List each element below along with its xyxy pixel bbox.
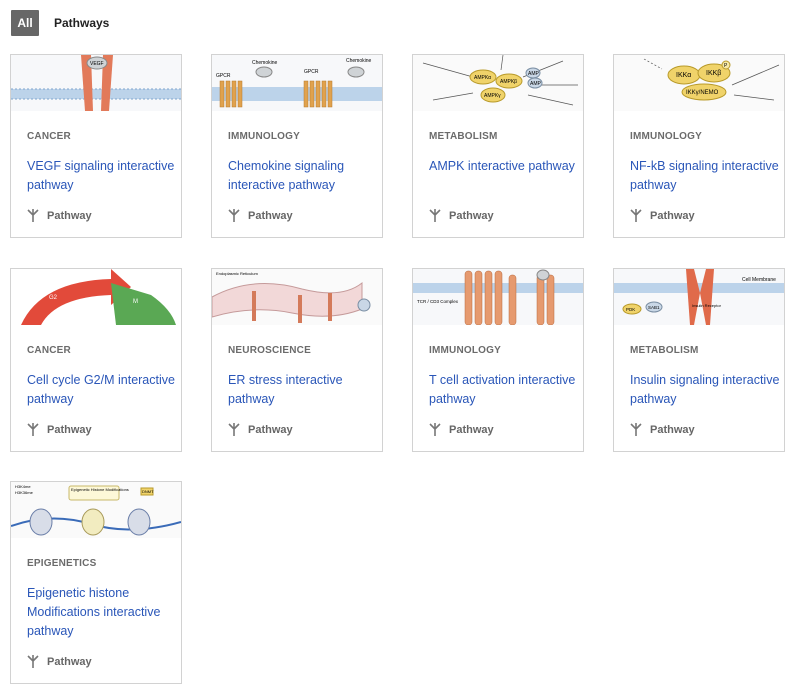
card-title-link[interactable]: T cell activation interactive pathway — [429, 373, 576, 406]
card-type-label: Pathway — [650, 423, 695, 436]
thumb-label: P — [724, 63, 728, 69]
card-type-label: Pathway — [650, 209, 695, 222]
pathway-icon — [27, 655, 39, 668]
card-type-label: Pathway — [47, 209, 92, 222]
card-footer: Pathway — [228, 209, 293, 222]
pathway-icon — [228, 423, 240, 436]
thumb-label: IKKα — [676, 72, 691, 79]
pathway-icon — [429, 423, 441, 436]
pathway-card[interactable]: TCR / CD3 Complex IMMUNOLOGY T cell acti… — [412, 268, 584, 452]
card-title-link[interactable]: VEGF signaling interactive pathway — [27, 159, 175, 192]
thumb-label: Chemokine — [346, 58, 372, 64]
thumb-label: Chemokine — [252, 60, 278, 66]
thumb-label: AMPKβ — [500, 79, 517, 85]
thumb-label: IKKγ/NEMO — [686, 90, 719, 96]
thumb-label: G2 — [49, 295, 58, 301]
card-category: METABOLISM — [429, 131, 498, 142]
pathway-icon — [27, 423, 39, 436]
card-footer: Pathway — [27, 655, 92, 668]
filter-pathways-tab[interactable]: Pathways — [54, 16, 110, 30]
pathway-icon — [27, 209, 39, 222]
card-type-label: Pathway — [449, 209, 494, 222]
thumb-label: IKKβ — [706, 70, 721, 77]
pathway-card[interactable]: VEGF CANCER VEGF signaling interactive p… — [10, 54, 182, 238]
thumb-label: AMPKγ — [484, 93, 501, 99]
card-title-link[interactable]: Insulin signaling interactive pathway — [630, 373, 780, 406]
thumb-label: SAB1 — [648, 305, 660, 310]
pathway-card[interactable]: AMPKα AMPKβ AMPKγ AMP AMP METABOLISM AMP… — [412, 54, 584, 238]
card-category: CANCER — [27, 345, 71, 356]
card-footer: Pathway — [630, 423, 695, 436]
pathway-icon — [228, 209, 240, 222]
filter-all-button[interactable]: All — [11, 10, 39, 36]
card-footer: Pathway — [429, 209, 494, 222]
pathway-card[interactable]: G2 M CANCER Cell cycle G2/M interactive … — [10, 268, 182, 452]
pathway-thumbnail[interactable]: IKKα IKKβ IKKγ/NEMO P — [614, 55, 784, 111]
thumb-label: TCR / CD3 Complex — [417, 299, 459, 304]
pathway-card[interactable]: Endoplasmic Reticulum NEUROSCIENCE ER st… — [211, 268, 383, 452]
card-category: IMMUNOLOGY — [429, 345, 501, 356]
card-category: IMMUNOLOGY — [228, 131, 300, 142]
card-category: CANCER — [27, 131, 71, 142]
card-footer: Pathway — [630, 209, 695, 222]
pathway-icon — [630, 209, 642, 222]
card-title-link[interactable]: Epigenetic histone Modifications interac… — [27, 586, 161, 638]
card-title-link[interactable]: Cell cycle G2/M interactive pathway — [27, 373, 175, 406]
pathway-icon — [630, 423, 642, 436]
thumb-label: AMP — [530, 81, 542, 87]
pathway-thumbnail[interactable]: TCR / CD3 Complex — [413, 269, 583, 325]
pathway-thumbnail[interactable]: Endoplasmic Reticulum — [212, 269, 382, 325]
card-category: METABOLISM — [630, 345, 699, 356]
card-type-label: Pathway — [47, 423, 92, 436]
card-type-label: Pathway — [248, 423, 293, 436]
pathway-card[interactable]: GPCR Chemokine GPCR Chemokine IMMUNOLOGY… — [211, 54, 383, 238]
thumb-label: M — [133, 299, 138, 305]
thumb-label: GPCR — [216, 73, 231, 79]
thumb-label: VEGF — [90, 61, 104, 67]
pathway-card[interactable]: Cell Membrane Insulin Receptor PDK SAB1 … — [613, 268, 785, 452]
thumb-label: DNMT — [142, 489, 154, 494]
thumb-label: AMPKα — [474, 75, 491, 81]
card-type-label: Pathway — [47, 655, 92, 668]
pathway-thumbnail[interactable]: AMPKα AMPKβ AMPKγ AMP AMP — [413, 55, 583, 111]
pathway-thumbnail[interactable]: Cell Membrane Insulin Receptor PDK SAB1 — [614, 269, 784, 325]
card-footer: Pathway — [27, 209, 92, 222]
thumb-label: AMP — [528, 71, 540, 77]
thumb-label: Insulin Receptor — [692, 303, 722, 308]
card-footer: Pathway — [228, 423, 293, 436]
pathway-thumbnail[interactable]: G2 M — [11, 269, 181, 325]
card-footer: Pathway — [27, 423, 92, 436]
card-type-label: Pathway — [449, 423, 494, 436]
card-title-link[interactable]: ER stress interactive pathway — [228, 373, 343, 406]
card-type-label: Pathway — [248, 209, 293, 222]
card-category: IMMUNOLOGY — [630, 131, 702, 142]
thumb-label: PDK — [626, 307, 635, 312]
pathway-thumbnail[interactable]: VEGF — [11, 55, 181, 111]
thumb-label: GPCR — [304, 69, 319, 75]
card-category: EPIGENETICS — [27, 558, 97, 569]
pathway-thumbnail[interactable]: Epigenetic Histone Modifications H3K4me … — [11, 482, 181, 538]
pathway-card[interactable]: IKKα IKKβ IKKγ/NEMO P IMMUNOLOGY NF-kB s… — [613, 54, 785, 238]
card-title-link[interactable]: Chemokine signaling interactive pathway — [228, 159, 345, 192]
card-footer: Pathway — [429, 423, 494, 436]
thumb-label: H3K4me — [15, 484, 31, 489]
filter-bar: All Pathways — [11, 10, 109, 36]
pathway-card[interactable]: Epigenetic Histone Modifications H3K4me … — [10, 481, 182, 684]
thumb-label: Epigenetic Histone Modifications — [71, 487, 129, 492]
card-title-link[interactable]: NF-kB signaling interactive pathway — [630, 159, 779, 192]
card-title-link[interactable]: AMPK interactive pathway — [429, 159, 575, 173]
pathway-icon — [429, 209, 441, 222]
pathway-thumbnail[interactable]: GPCR Chemokine GPCR Chemokine — [212, 55, 382, 111]
thumb-label: H3K36me — [15, 490, 34, 495]
thumb-label: Endoplasmic Reticulum — [216, 271, 258, 276]
card-category: NEUROSCIENCE — [228, 345, 311, 356]
thumb-label: Cell Membrane — [742, 277, 776, 283]
